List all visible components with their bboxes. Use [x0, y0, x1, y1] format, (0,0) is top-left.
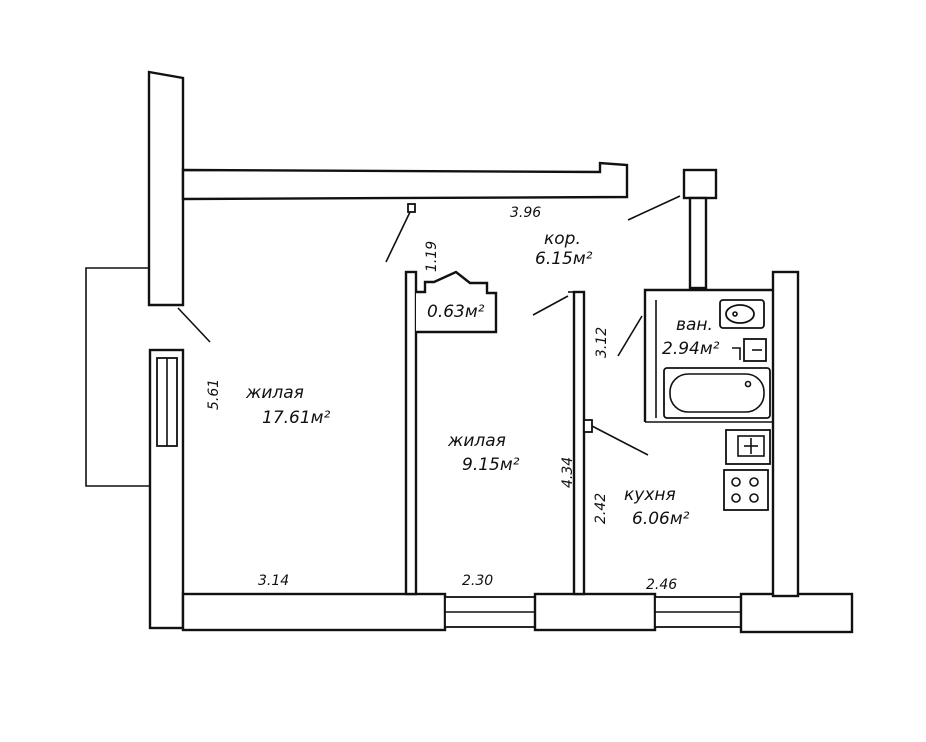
kitchen-sink-basin: [737, 435, 765, 457]
dim-bath-depth: 3.12: [594, 327, 610, 358]
door-leaf-small-living: [532, 295, 569, 316]
label-living-small-name: жилая: [447, 431, 506, 451]
wall-upper-left: [147, 70, 185, 307]
wall-bottom-mid: [533, 592, 657, 632]
stove-burner-3: [731, 493, 741, 503]
dim-corridor-short: 1.19: [424, 241, 440, 272]
leader-corridor-short: [385, 211, 411, 263]
stove: [723, 469, 769, 511]
label-closet-area: 0.63м²: [427, 302, 485, 322]
closet-outline: [416, 270, 498, 334]
dim-living-large-width: 3.14: [258, 573, 289, 589]
bathtub-inner: [669, 373, 765, 413]
door-leaf-kitchen: [589, 424, 649, 456]
label-bathroom-area: 2.94м²: [662, 339, 720, 359]
dim-living-small-width: 2.30: [462, 573, 493, 589]
bathtub-drain: [744, 380, 752, 388]
balcony-outline: [85, 267, 150, 487]
leader-corridor: [627, 195, 681, 221]
sink-drain: [732, 311, 738, 317]
label-living-large-area: 17.61м²: [262, 408, 330, 428]
partition-1: [404, 270, 418, 596]
leader-bathroom: [617, 315, 643, 357]
partition-2: [572, 290, 586, 596]
corridor-marker: [407, 203, 416, 213]
bathtub: [663, 367, 771, 419]
dim-top-corridor: 3.96: [510, 205, 541, 221]
label-living-large-name: жилая: [245, 383, 304, 403]
wall-right: [771, 270, 800, 598]
label-living-small-area: 9.15м²: [462, 455, 520, 475]
label-bathroom-name: ван.: [676, 315, 713, 335]
wall-bottom-right: [739, 592, 854, 634]
wall-bottom: [181, 592, 447, 632]
label-corridor-name: кор.: [544, 229, 581, 249]
dim-living-small-depth: 4.34: [560, 457, 576, 488]
stove-burner-1: [731, 477, 741, 487]
vent-shaft: [682, 168, 718, 200]
dim-kitchen-depth: 2.42: [593, 493, 609, 524]
stove-burner-2: [749, 477, 759, 487]
kitchen-door-jamb: [583, 419, 593, 433]
dim-kitchen-width: 2.46: [646, 577, 677, 593]
sink-bowl: [725, 304, 755, 324]
stove-burner-4: [749, 493, 759, 503]
dim-living-large-depth: 5.61: [206, 379, 222, 410]
bathroom-door-mark: [732, 347, 741, 360]
label-corridor-area: 6.15м²: [535, 249, 593, 269]
leader-living-large: [177, 307, 211, 343]
vent-duct: [688, 196, 708, 290]
label-kitchen-area: 6.06м²: [632, 509, 690, 529]
wall-top: [181, 161, 629, 201]
label-kitchen-name: кухня: [624, 485, 676, 505]
